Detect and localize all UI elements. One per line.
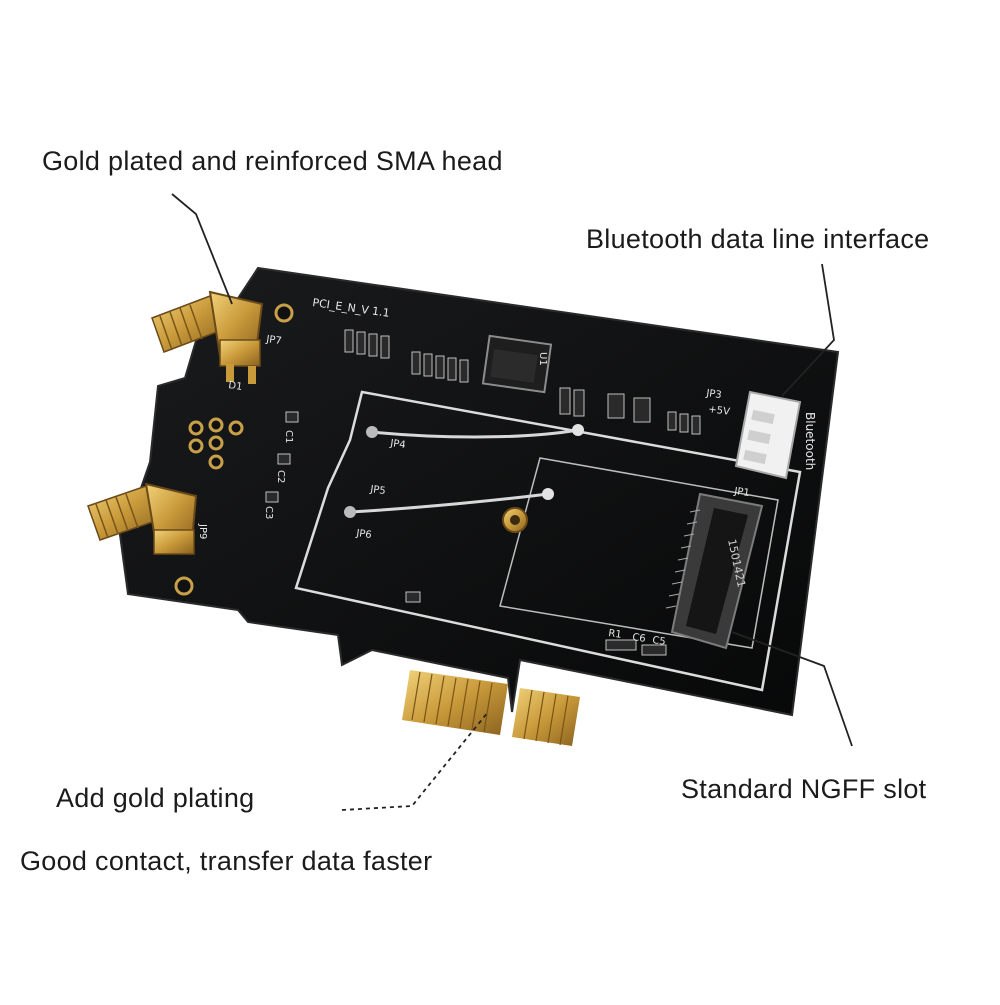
ngff-slot-connector: 1501421 [665, 492, 764, 650]
antenna-wires [349, 428, 579, 514]
label-r1: R1 [608, 628, 623, 641]
ngff-module-area [499, 457, 779, 649]
voltage-regulator [481, 334, 553, 394]
bluetooth-header [734, 390, 802, 480]
pcb-board [116, 266, 840, 717]
label-d1: D1 [228, 380, 243, 393]
label-u1: U1 [537, 352, 548, 366]
pcie-gold-fingers [402, 670, 580, 746]
smd-components [265, 329, 701, 656]
label-c2: C2 [275, 470, 286, 483]
sma-connector-bottom [87, 482, 198, 555]
label-5v: +5V [708, 404, 731, 418]
callout-leader-lines [171, 193, 853, 811]
board-holes [174, 303, 294, 596]
callout-sma-head: Gold plated and reinforced SMA head [42, 146, 503, 176]
label-jp5: JP5 [369, 484, 387, 497]
label-c6: C6 [632, 632, 647, 645]
label-jp6: JP6 [355, 528, 373, 541]
leader-ngff [731, 631, 853, 747]
callout-good-contact: Good contact, transfer data faster [20, 846, 433, 876]
label-jp4: JP4 [389, 438, 407, 451]
label-jp1: JP1 [733, 486, 751, 499]
label-c5: C5 [652, 635, 667, 648]
leader-bluetooth [781, 263, 835, 397]
leader-sma [171, 193, 233, 305]
label-c3: C3 [263, 506, 274, 519]
label-jp3: JP3 [705, 388, 723, 401]
silkscreen-frame [294, 390, 802, 692]
bluetooth-silkscreen: Bluetooth [803, 412, 817, 470]
label-jp9: JP9 [197, 523, 208, 539]
sma-connector-top [151, 290, 264, 384]
callout-ngff-slot: Standard NGFF slot [681, 774, 927, 804]
callout-gold-plating: Add gold plating [56, 783, 255, 813]
callout-bluetooth-interface: Bluetooth data line interface [586, 224, 930, 254]
label-c1: C1 [283, 430, 294, 443]
label-jp7: JP7 [265, 334, 283, 347]
